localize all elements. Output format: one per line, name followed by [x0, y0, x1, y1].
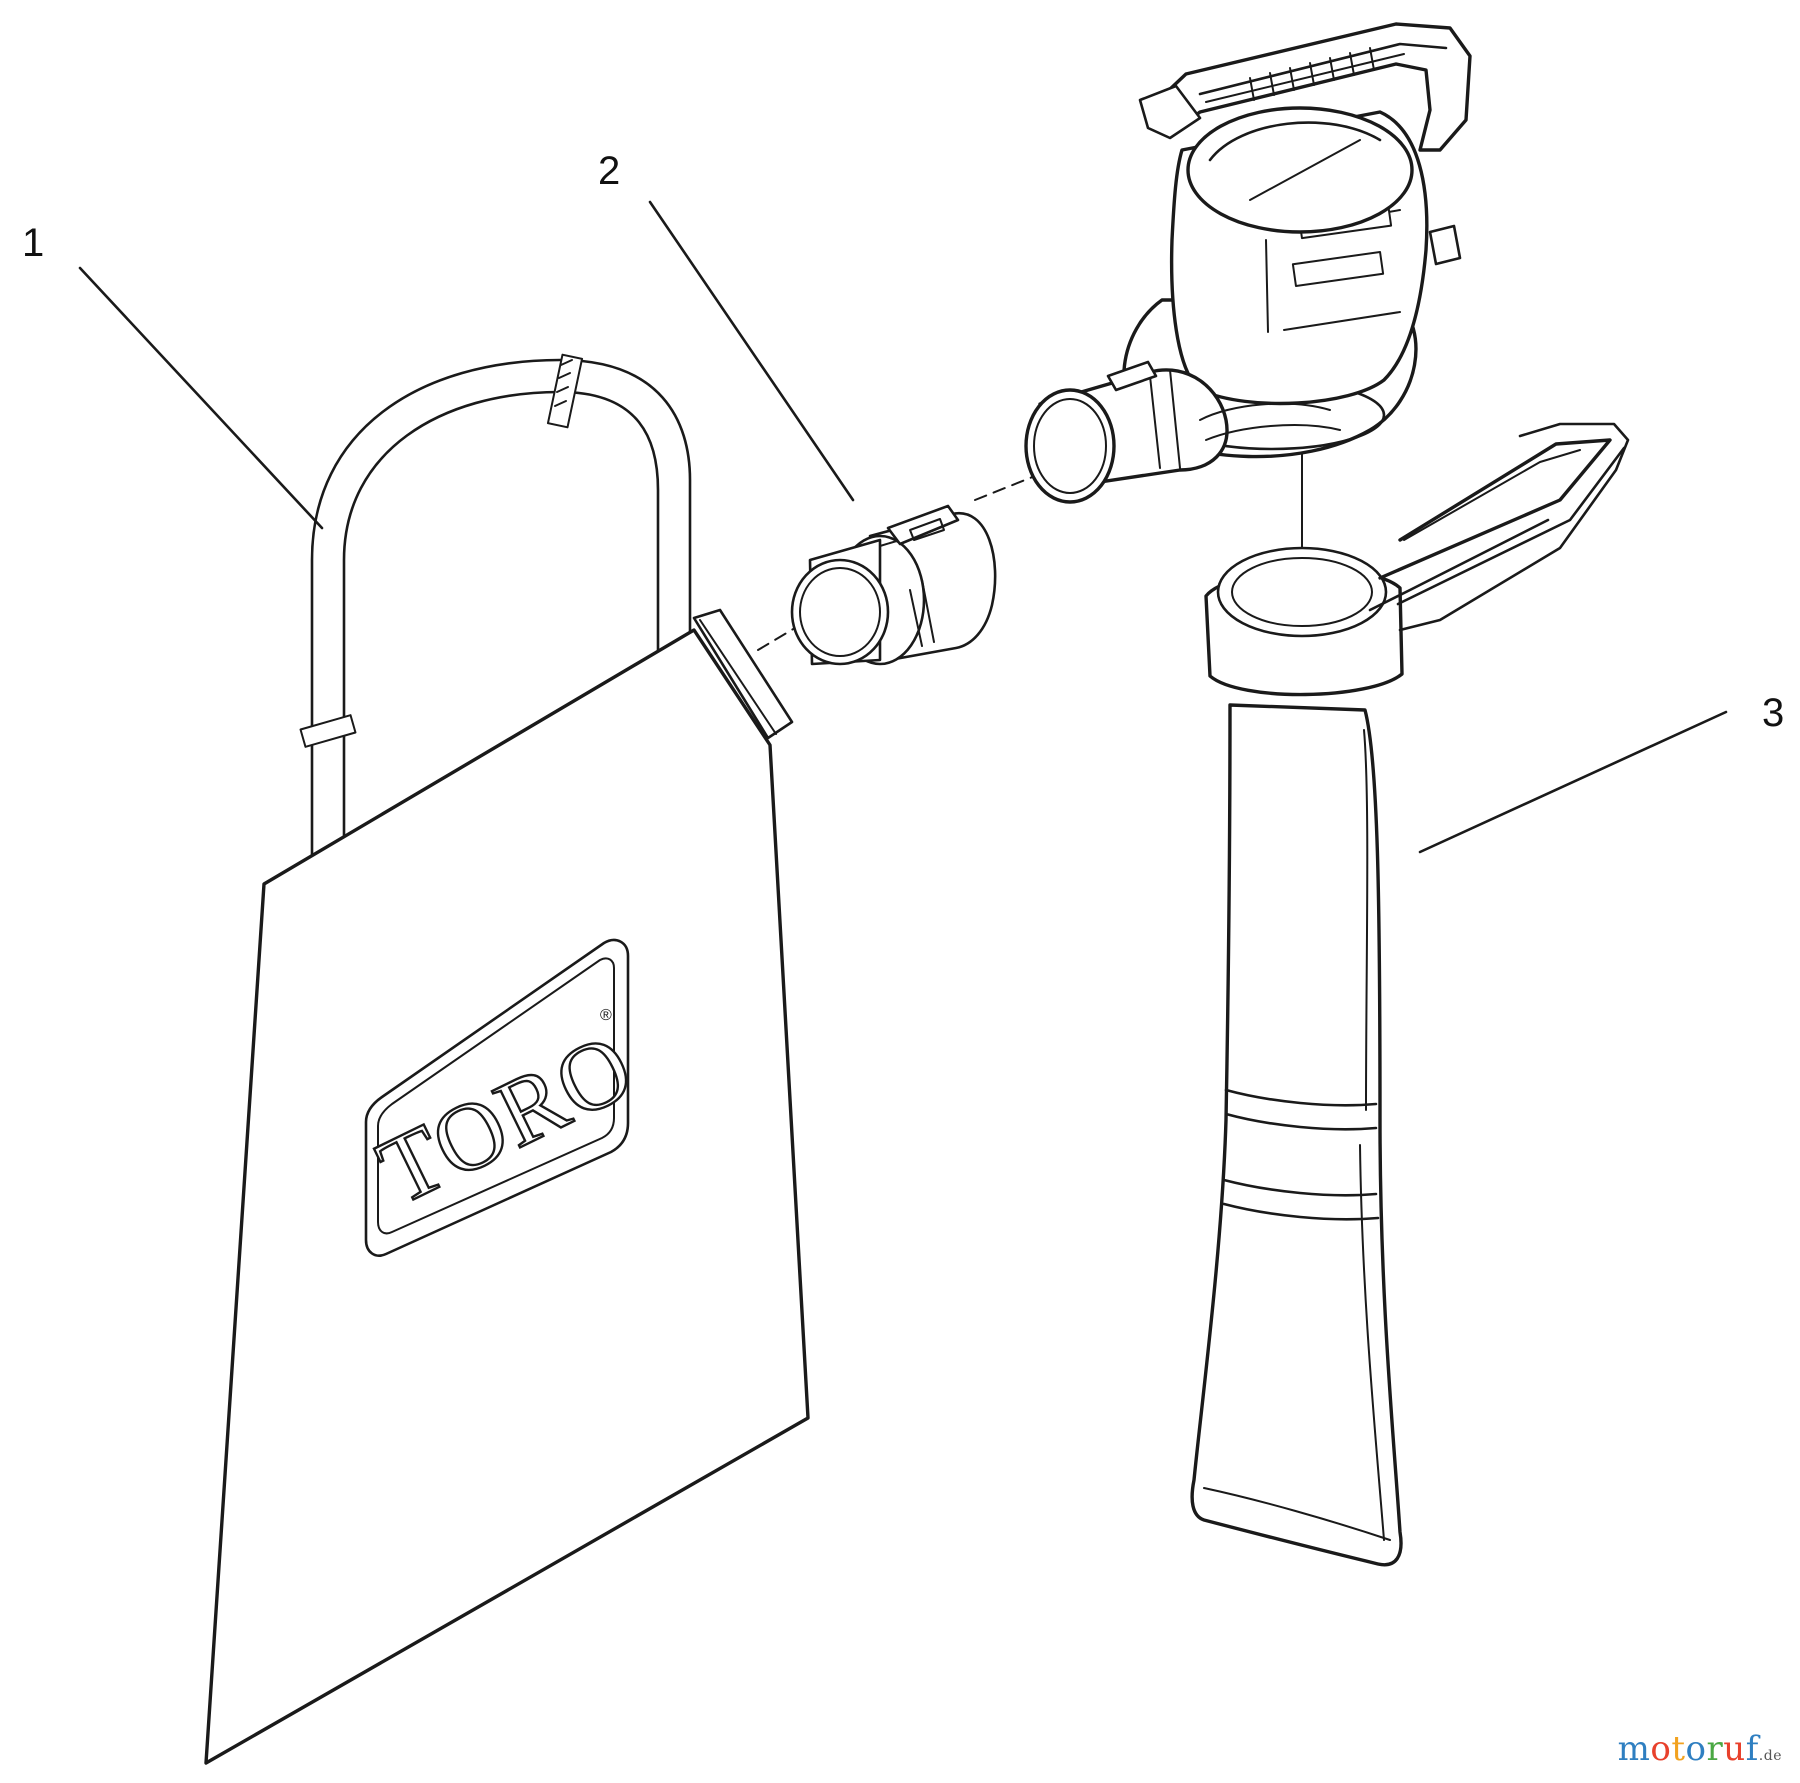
- switch-lever: [1138, 84, 1202, 140]
- assembly-line-bag-adapter: [757, 624, 801, 651]
- watermark-letter-3: t: [1671, 1729, 1686, 1769]
- tube-body: [1190, 703, 1403, 1567]
- bag-strap-outer: [310, 358, 692, 864]
- carry-handle: [1148, 22, 1472, 152]
- watermark-letter-7: f: [1745, 1729, 1759, 1769]
- registered-mark: ®: [600, 1007, 612, 1024]
- handle-grip-ribs: [1249, 47, 1375, 101]
- side-knob: [1428, 224, 1462, 266]
- strap-buckle-left: [299, 714, 357, 748]
- motoruf-watermark: motoruf.de: [1618, 1729, 1782, 1769]
- strap-stitch-top: [546, 353, 584, 429]
- watermark-letter-1: m: [1617, 1729, 1651, 1769]
- callout-1: 1: [22, 221, 44, 265]
- leader-line-3: [1418, 710, 1728, 854]
- adapter: [790, 504, 997, 666]
- collection-bag: TORO ®: [204, 353, 810, 1765]
- watermark-letter-2: o: [1650, 1729, 1672, 1769]
- leader-line-2: [648, 200, 855, 502]
- vacuum-tube: [1190, 422, 1630, 1567]
- watermark-suffix: .de: [1758, 1748, 1782, 1764]
- tube-band-lower: [1222, 1178, 1378, 1197]
- tube-band-upper: [1224, 1088, 1378, 1107]
- watermark-letter-6: u: [1723, 1729, 1746, 1769]
- blower-power-head: [1024, 22, 1472, 504]
- watermark-letter-5: r: [1706, 1729, 1724, 1769]
- leader-line-1: [78, 266, 324, 530]
- bag-strap-inner: [342, 390, 660, 844]
- watermark-letter-4: o: [1685, 1729, 1707, 1769]
- callout-3: 3: [1762, 691, 1784, 735]
- bag-inlet-collar: [692, 608, 794, 740]
- motor-cap: [1186, 106, 1414, 234]
- tube-handle: [1378, 438, 1612, 580]
- callout-2: 2: [598, 149, 620, 193]
